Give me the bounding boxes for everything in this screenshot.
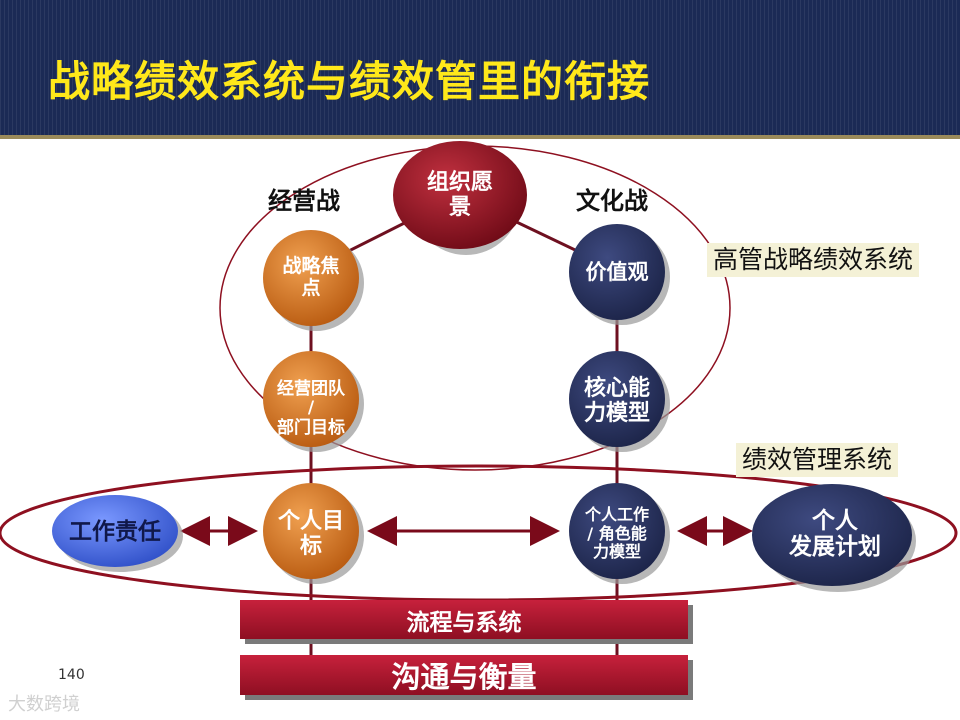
core-competency-node [569, 351, 665, 447]
role-competency-node [569, 483, 665, 579]
personal-development-node [752, 484, 912, 586]
communication-bar: 沟通与衡量 [240, 655, 688, 695]
slide-title: 战略绩效系统与绩效管里的衔接 [48, 57, 651, 106]
job-responsibility-label: 工作责任 [69, 518, 161, 545]
personal-goals-node [263, 483, 359, 579]
slide-header [0, 0, 960, 139]
job-responsibility-node [52, 495, 178, 567]
personal-goals-label: 个人目 标 [277, 508, 344, 559]
executive-system-label: 高管战略绩效系统 [707, 243, 920, 277]
watermark: 大数跨境 [8, 694, 80, 715]
right-column-heading: 文化战 [576, 187, 648, 215]
team-goals-label: 经营团队 / 部门目标 [277, 378, 345, 438]
values-node [569, 224, 665, 320]
vision-label: 组织愿 景 [426, 169, 493, 220]
team-goals-node [263, 351, 359, 447]
process-bar: 流程与系统 [240, 600, 688, 639]
core-competency-label: 核心能 力模型 [583, 375, 650, 426]
left-column-heading: 经营战 [268, 187, 340, 215]
role-competency-label: 个人工作 / 角色能 力模型 [584, 505, 649, 562]
strategy-focus-node [263, 230, 359, 326]
page-number: 140 [58, 667, 85, 683]
performance-system-label: 绩效管理系统 [736, 443, 899, 477]
values-label: 价值观 [585, 259, 649, 284]
strategy-focus-label: 战略焦 点 [282, 255, 340, 299]
vision-node [393, 141, 527, 249]
personal-development-label: 个人 发展计划 [789, 507, 881, 560]
